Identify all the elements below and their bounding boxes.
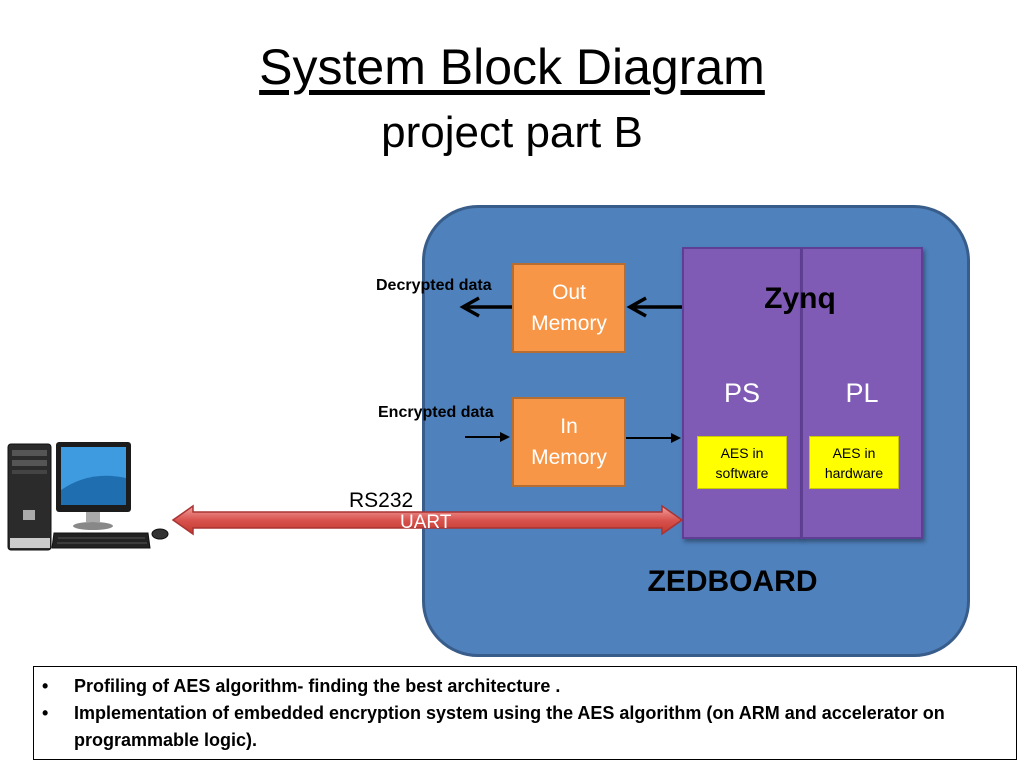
aes-hardware-block: AES in hardware — [809, 436, 899, 489]
note-text: Implementation of embedded encryption sy… — [74, 703, 945, 750]
aes-software-line2: software — [715, 464, 769, 481]
desktop-computer-icon — [7, 442, 169, 551]
note-text: Profiling of AES algorithm- finding the … — [74, 676, 561, 696]
out-memory-label-line1: Out — [552, 281, 586, 304]
decrypted-data-label: Decrypted data — [376, 277, 492, 294]
bullet-icon: • — [42, 676, 49, 696]
zedboard-label: ZEDBOARD — [647, 565, 818, 598]
out-memory-label-line2: Memory — [531, 312, 607, 335]
aes-software-block: AES in software — [697, 436, 787, 489]
out-memory-block: Out Memory — [512, 263, 626, 353]
encrypted-data-label: Encrypted data — [378, 404, 494, 421]
arrow-input-to-in-memory — [465, 432, 510, 442]
arrow-zynq-to-out-memory — [626, 296, 682, 318]
aes-hardware-line1: AES in — [832, 444, 876, 461]
arrow-in-memory-to-zynq — [626, 433, 681, 443]
page-subtitle: project part B — [381, 108, 643, 157]
aes-hardware-line2: hardware — [824, 464, 884, 481]
zynq-label: Zynq — [764, 282, 836, 315]
rs232-label: RS232 — [349, 489, 414, 512]
in-memory-label-line1: In — [560, 415, 578, 438]
aes-software-line1: AES in — [720, 444, 764, 461]
page-title: System Block Diagram — [259, 39, 765, 95]
pl-block — [801, 247, 923, 539]
list-item: • Profiling of AES algorithm- finding the… — [34, 673, 1016, 700]
arrow-out-memory-to-output — [459, 296, 512, 318]
ps-block — [682, 247, 802, 539]
notes-list: • Profiling of AES algorithm- finding the… — [34, 673, 1016, 754]
pl-label: PL — [845, 378, 879, 408]
ps-label: PS — [723, 378, 761, 408]
in-memory-label-line2: Memory — [531, 446, 607, 469]
uart-double-arrow — [171, 504, 684, 536]
bullet-icon: • — [42, 703, 49, 723]
list-item: • Implementation of embedded encryption s… — [34, 700, 1016, 754]
in-memory-block: In Memory — [512, 397, 626, 487]
notes-box: • Profiling of AES algorithm- finding the… — [33, 666, 1017, 760]
uart-label: UART — [400, 512, 452, 533]
